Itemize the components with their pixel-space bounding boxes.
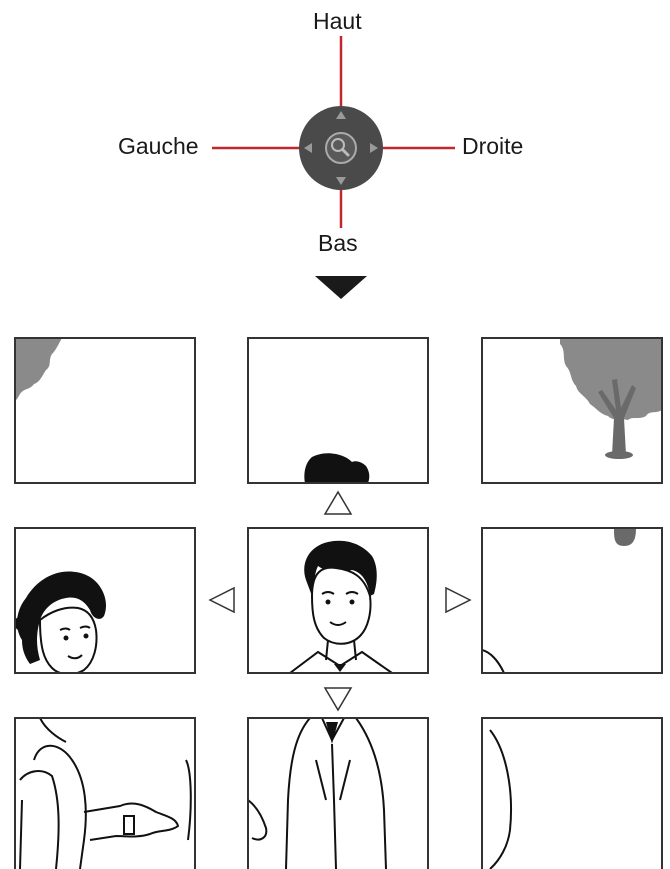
left-triangle-icon[interactable]: [210, 588, 234, 612]
up-triangle-icon[interactable]: [325, 492, 351, 514]
frame-top-center: [248, 338, 428, 483]
frame-top-left: [15, 338, 195, 483]
frame-center: [248, 528, 428, 673]
frame-bottom-right: [482, 718, 662, 869]
frame-top-right: [482, 338, 662, 483]
down-triangle-icon[interactable]: [325, 688, 351, 710]
triangle-down-icon: [315, 276, 367, 299]
frame-middle-left: [15, 528, 195, 674]
frame-bottom-center: [248, 718, 428, 869]
magnifier-icon[interactable]: [326, 133, 356, 163]
frame-middle-right: [482, 528, 662, 673]
direction-pad[interactable]: [299, 106, 383, 190]
right-triangle-icon[interactable]: [446, 588, 470, 612]
frame-bottom-left: [15, 718, 195, 869]
